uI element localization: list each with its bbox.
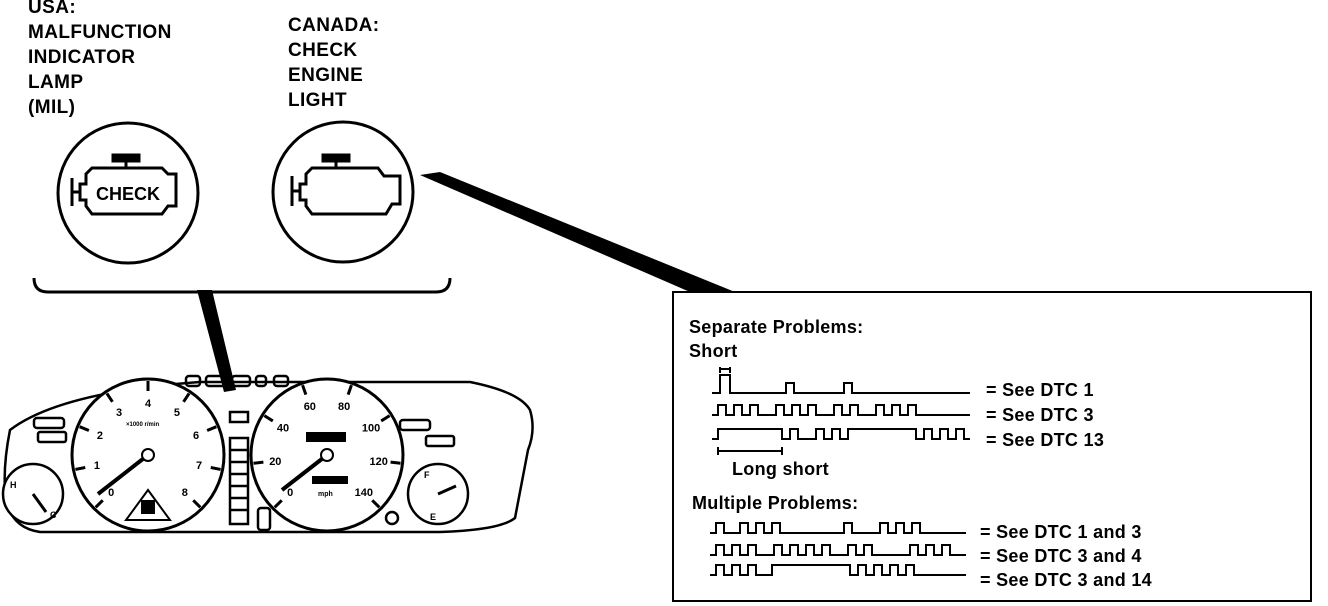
multiple-problems-heading: Multiple Problems:	[692, 493, 859, 513]
speedometer-tick	[263, 414, 274, 423]
odometer-display	[306, 432, 346, 442]
speedometer-tick	[346, 384, 353, 396]
speedometer: 0 20 40 60 80 100 120 140 mph	[249, 377, 405, 533]
tachometer-tick	[182, 392, 191, 403]
canada-check-engine-lamp	[271, 120, 415, 264]
dtc-row-text: = See DTC 3	[986, 405, 1094, 425]
tachometer-unit: ×1000 r/min	[126, 422, 160, 428]
tachometer-number: 6	[193, 430, 199, 442]
tachometer-number: 3	[116, 407, 122, 419]
speedometer-number: 120	[369, 456, 387, 468]
usa-label-line: LAMP	[28, 72, 84, 93]
tachometer-number: 7	[196, 460, 202, 472]
tachometer: 0 1 2 3 4 5 6 7 8 ×1000 r/min	[70, 377, 226, 533]
tachometer-tick	[206, 425, 217, 432]
speedometer-ticks	[253, 384, 401, 509]
waveform-dtc-13	[712, 428, 970, 440]
temperature-gauge: H C	[1, 462, 65, 526]
waveform-dtc-1	[712, 374, 970, 394]
canada-label-line: CHECK	[288, 40, 358, 61]
engine-icon	[290, 153, 402, 216]
dtc-row-text: = See DTC 1	[986, 380, 1094, 400]
pointer-wedge-codebox	[420, 172, 735, 292]
temp-mark-h: H	[10, 480, 17, 490]
waveform-dtc-3	[712, 404, 970, 416]
tachometer-tick	[192, 499, 202, 509]
canada-label-line: LIGHT	[288, 90, 347, 111]
speedometer-number: 140	[355, 487, 373, 499]
tachometer-number: 5	[174, 407, 180, 419]
tachometer-number: 4	[145, 398, 152, 410]
dtc-row-text: = See DTC 3 and 4	[980, 546, 1142, 566]
canada-label-line: CANADA:	[288, 15, 380, 36]
tachometer-numbers: 0 1 2 3 4 5 6 7 8	[94, 398, 202, 499]
separate-problems-heading: Separate Problems:	[689, 317, 864, 337]
fuel-mark-e: E	[430, 512, 436, 522]
speedometer-tick	[253, 460, 264, 465]
speedometer-tick	[380, 414, 391, 423]
speedometer-number: 20	[269, 456, 281, 468]
canada-label-line: ENGINE	[288, 65, 364, 86]
fuel-gauge: F E	[406, 462, 470, 526]
temp-mark-c: C	[50, 510, 57, 520]
tachometer-tick	[75, 466, 86, 471]
dtc-row-text: = See DTC 3 and 14	[980, 570, 1152, 590]
lamp-bracket	[32, 277, 452, 294]
tachometer-tick	[79, 425, 90, 432]
speedometer-number: 80	[338, 401, 350, 413]
tachometer-tick	[94, 499, 104, 509]
usa-label-line: INDICATOR	[28, 47, 136, 68]
tachometer-number: 2	[97, 430, 103, 442]
long-short-label: Long short	[732, 459, 829, 479]
short-label: Short	[689, 341, 738, 361]
usa-label: USA: MALFUNCTION INDICATOR LAMP (MIL)	[28, 0, 172, 120]
usa-label-line: (MIL)	[28, 97, 76, 118]
dtc-row-text: = See DTC 1 and 3	[980, 522, 1142, 542]
speedometer-number: 0	[287, 487, 293, 499]
speedometer-unit: mph	[318, 491, 333, 498]
speedometer-number: 60	[304, 401, 316, 413]
multiple-waveforms	[710, 522, 966, 576]
dtc-row-text: = See DTC 13	[986, 430, 1105, 450]
tachometer-number: 0	[108, 487, 114, 499]
trip-display	[312, 476, 348, 484]
tachometer-number: 1	[94, 460, 100, 472]
speedometer-tick	[390, 460, 401, 465]
dtc-blink-code-box: Separate Problems: Short = See DTC 1 = S…	[672, 291, 1312, 602]
speedometer-numbers: 0 20 40 60 80 100 120 140	[269, 401, 388, 499]
speedometer-tick	[273, 499, 283, 509]
tachometer-ticks	[75, 381, 221, 509]
speedometer-needle	[280, 453, 329, 492]
usa-label-line: MALFUNCTION	[28, 22, 172, 43]
tachometer-tick	[105, 392, 114, 403]
separate-waveforms	[712, 367, 970, 455]
fuel-mark-f: F	[424, 470, 430, 480]
speedometer-number: 100	[362, 422, 380, 434]
pointer-wedge-cluster	[197, 290, 236, 392]
tachometer-needle	[96, 453, 150, 496]
waveform-dtc-1-and-3	[710, 522, 966, 534]
waveform-dtc-3-and-14	[710, 564, 966, 576]
speedometer-tick	[301, 384, 308, 396]
check-word: CHECK	[96, 184, 160, 204]
speedometer-number: 40	[277, 422, 289, 434]
waveform-dtc-3-and-4	[710, 544, 966, 556]
canada-label: CANADA: CHECK ENGINE LIGHT	[288, 13, 379, 113]
speedometer-tick	[371, 499, 381, 509]
tachometer-number: 8	[182, 487, 188, 499]
usa-label-line: USA:	[28, 0, 77, 18]
tachometer-tick	[210, 466, 221, 471]
usa-mil-lamp	[56, 121, 200, 265]
engine-check-icon	[70, 153, 178, 216]
